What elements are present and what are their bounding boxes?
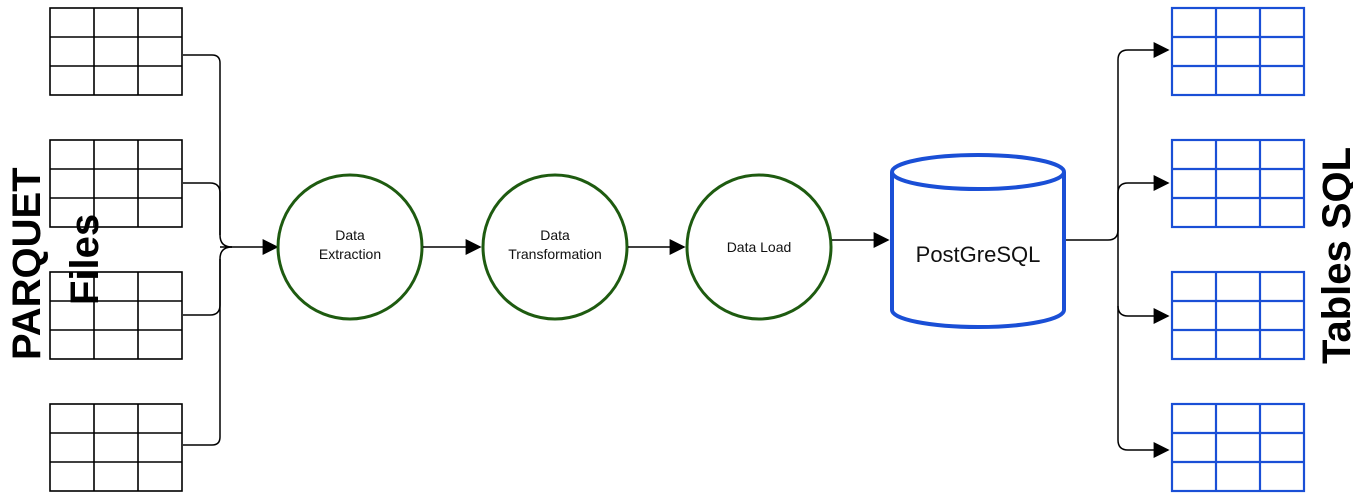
- tables-sql-title: Tables SQL: [1315, 147, 1353, 364]
- step-data-transformation[interactable]: Data Transformation: [481, 173, 629, 321]
- sql-table-icon[interactable]: [1170, 402, 1306, 493]
- parquet-title-line1: PARQUET: [5, 167, 49, 360]
- parquet-file-icon[interactable]: [49, 139, 183, 228]
- parquet-file-icon[interactable]: [49, 403, 183, 492]
- parquet-file-icon[interactable]: [49, 7, 183, 96]
- postgresql-database[interactable]: PostGreSQL: [890, 153, 1066, 329]
- step-data-load[interactable]: Data Load: [685, 173, 833, 321]
- parquet-title-line2: Files: [63, 214, 107, 305]
- step-data-extraction[interactable]: Data Extraction: [276, 173, 424, 321]
- step-extraction-line1: Data: [335, 227, 365, 243]
- file-connectors: [183, 54, 279, 446]
- sql-tables-group: [1170, 6, 1306, 493]
- sql-table-icon[interactable]: [1170, 270, 1306, 361]
- step-load-label: Data Load: [727, 239, 792, 255]
- sql-table-icon[interactable]: [1170, 138, 1306, 229]
- table-connectors: [1066, 42, 1170, 458]
- step-extraction-line2: Extraction: [319, 246, 381, 262]
- step-transformation-line2: Transformation: [508, 246, 602, 262]
- step-transformation-line1: Data: [540, 227, 570, 243]
- parquet-file-icon[interactable]: [49, 271, 183, 360]
- parquet-files-group: [49, 7, 183, 492]
- database-label: PostGreSQL: [916, 242, 1041, 267]
- sql-table-icon[interactable]: [1170, 6, 1306, 97]
